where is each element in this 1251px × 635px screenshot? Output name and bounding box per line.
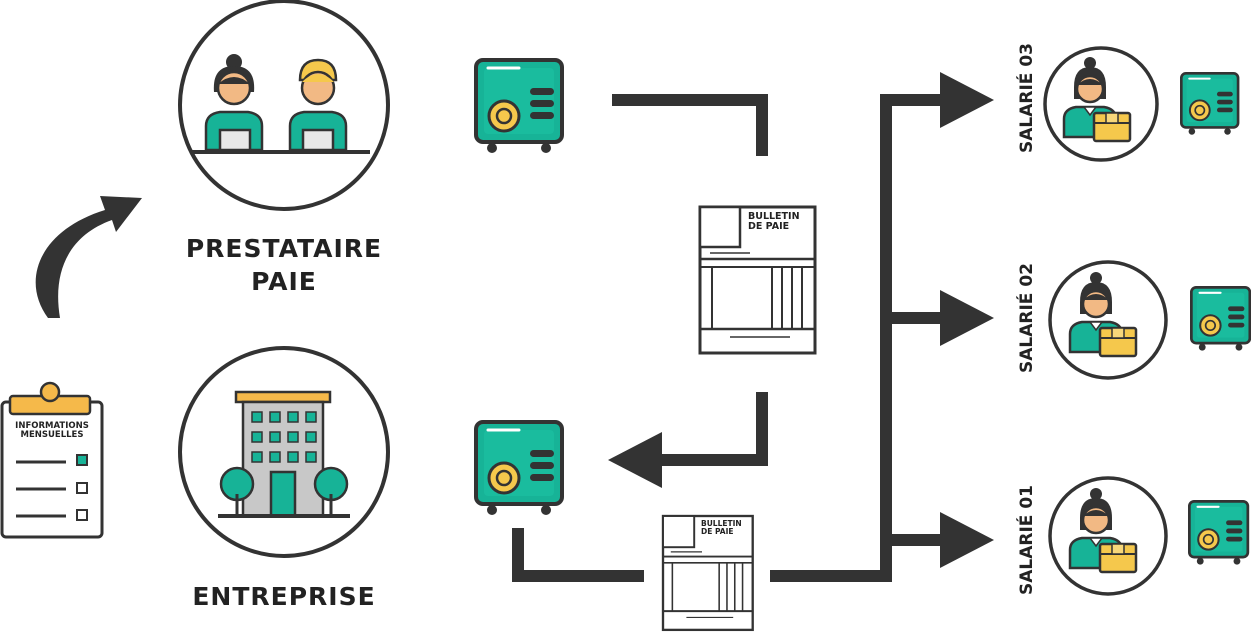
label-informations-line2: MENSUELLES: [20, 429, 84, 440]
label-salarie-01: SALARIÉ 01: [1017, 485, 1037, 595]
entreprise-icon: [178, 346, 390, 558]
safe-icon-01: [1187, 499, 1250, 566]
safe-icon-02: [1189, 285, 1251, 352]
label-prestataire: PRESTATAIRE PAIE: [170, 232, 398, 298]
prestataire-icon: [178, 0, 390, 211]
doc-title-center-line1: BULLETIN: [748, 211, 800, 222]
label-informations: INFORMATIONS MENSUELLES: [8, 422, 96, 440]
doc-title-center: BULLETIN DE PAIE: [748, 212, 800, 232]
doc-title-bottom: BULLETIN DE PAIE: [701, 520, 742, 536]
label-entreprise: ENTREPRISE: [192, 582, 376, 611]
clipboard-icon: [0, 381, 104, 539]
safe-icon-top: [474, 58, 564, 155]
employee-icon-03: [1043, 46, 1159, 162]
safe-icon-03: [1179, 71, 1240, 137]
doc-title-center-line2: DE PAIE: [748, 220, 790, 232]
arrow-left: [608, 392, 768, 488]
connector-top: [612, 94, 768, 156]
distribution-arrows: [770, 72, 994, 582]
label-salarie-02: SALARIÉ 02: [1017, 263, 1037, 373]
label-prestataire-line1: PRESTATAIRE: [185, 234, 383, 263]
safe-icon-bottom: [474, 420, 564, 517]
label-salarie-03: SALARIÉ 03: [1017, 43, 1037, 153]
employee-icon-02: [1048, 260, 1168, 380]
doc-title-bottom-line1: BULLETIN: [701, 519, 742, 528]
label-prestataire-line2: PAIE: [251, 267, 317, 296]
doc-title-bottom-line2: DE PAIE: [701, 526, 734, 536]
employee-icon-01: [1048, 476, 1168, 596]
connector-bottom: [512, 528, 644, 582]
label-informations-line1: INFORMATIONS: [15, 421, 89, 431]
curved-arrow: [35, 196, 142, 318]
